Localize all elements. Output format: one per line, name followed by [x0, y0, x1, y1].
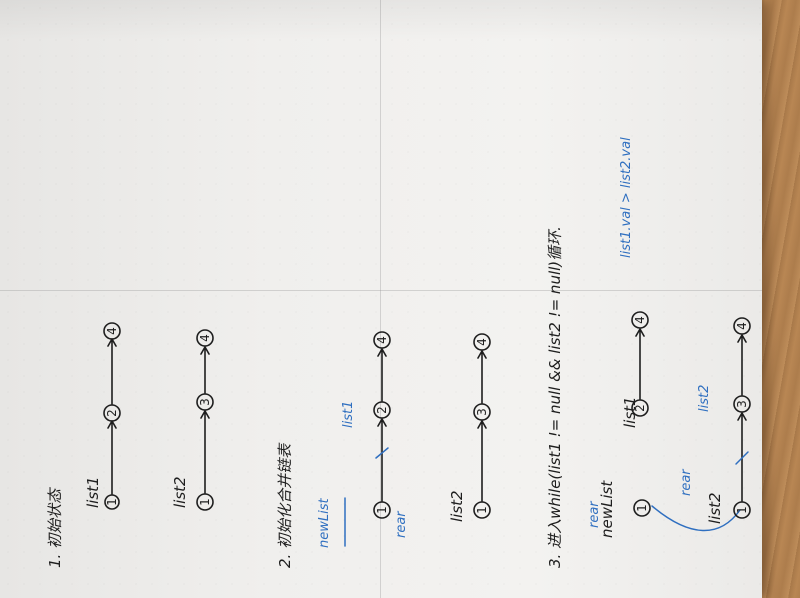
step3-list2-node-4-label: 4 — [735, 322, 749, 330]
step2-cut-mark — [375, 447, 389, 459]
step2-list2-node-3-label: 3 — [475, 408, 489, 416]
step2-list1-node-1-label: 1 — [375, 506, 389, 514]
step1-list2-arrow-1 — [200, 410, 210, 494]
paper-sheet — [0, 0, 762, 598]
step3-list1-arrow — [635, 328, 645, 400]
step3-rear-pointer-curve — [651, 505, 741, 532]
paper-fold-vertical — [380, 0, 381, 598]
handwriting-layer: 1. 初始状态 list1 1 2 4 list2 1 3 4 2. 初始化合并… — [46, 137, 751, 568]
step1-list1-arrow-1 — [107, 420, 117, 495]
step3-list2-arrow-2 — [737, 334, 747, 396]
step1-list2-node-3-label: 3 — [198, 398, 212, 406]
step1-list1-node-2-label: 2 — [105, 409, 119, 417]
step2-list2-arrow-1 — [477, 420, 487, 502]
step2-list1-node-4 — [373, 331, 391, 349]
step2-list1-label: list1 — [341, 401, 356, 428]
step2-list1-node-2 — [373, 401, 391, 419]
step1-list2-node-3 — [196, 393, 214, 411]
step1-heading: 1. 初始状态 — [46, 487, 64, 568]
step3-list2-label-blue: list2 — [697, 385, 712, 412]
step3-rear-label: rear — [679, 468, 694, 496]
step2-list2-label: list2 — [448, 490, 466, 522]
step1-list2-label: list2 — [171, 476, 189, 508]
step3-list1-node-4-label: 4 — [633, 316, 647, 324]
paper-texture — [0, 0, 762, 598]
step3-cut-mark — [735, 451, 749, 465]
step3-list2-node-4 — [733, 317, 751, 335]
step2-list2-node-4-label: 4 — [475, 338, 489, 346]
step2-list1-node-1 — [373, 501, 391, 519]
step2-list2-node-3 — [473, 403, 491, 421]
step3-list2-node-1 — [733, 501, 751, 519]
step1-list1-node-1-label: 1 — [105, 498, 119, 506]
step3-list2-label: list2 — [706, 492, 724, 524]
step2-list2-arrow-2 — [477, 350, 487, 404]
step3-list2-node-3-label: 3 — [735, 400, 749, 408]
step1-list2-arrow-2 — [200, 346, 210, 394]
step3-list2-node-3 — [733, 395, 751, 413]
step1-list1-node-4-label: 4 — [105, 327, 119, 335]
step1-list2-node-4 — [196, 329, 214, 347]
step2-list1-node-2-label: 2 — [375, 406, 389, 414]
paper-fold-horizontal — [0, 290, 762, 291]
step3-rear-label-top: rear — [587, 500, 602, 528]
step3-newlist-label: newList — [598, 480, 616, 538]
step3-merged-node-1 — [633, 499, 651, 517]
step1-list2-node-1 — [196, 493, 214, 511]
step1-list2-node-1-label: 1 — [198, 498, 212, 506]
step2-heading: 2. 初始化合并链表 — [276, 442, 294, 568]
step2-list2-node-1-label: 1 — [475, 506, 489, 514]
step2-list2-node-1 — [473, 501, 491, 519]
step3-list1-node-4 — [631, 311, 649, 329]
step2-list2-node-4 — [473, 333, 491, 351]
step1-list1-label: list1 — [84, 476, 102, 508]
step3-list1-node-2 — [631, 399, 649, 417]
step1-list1-node-2 — [103, 404, 121, 422]
step2-rear-label: rear — [394, 510, 409, 538]
step3-merged-node-1-label: 1 — [635, 504, 649, 512]
step2-list1-arrow-1 — [377, 418, 387, 502]
step2-list1-node-4-label: 4 — [375, 336, 389, 344]
step1-list1-arrow-2 — [107, 338, 117, 405]
step1-list2-node-4-label: 4 — [198, 334, 212, 342]
paper-shadow — [0, 0, 762, 40]
step2-list1-arrow-2 — [377, 348, 387, 402]
step3-list2-node-1-label: 1 — [735, 506, 749, 514]
step3-condition: list1.val > list2.val — [619, 137, 634, 258]
step3-list1-label: list1 — [621, 396, 639, 428]
step1-list1-node-1 — [104, 494, 120, 510]
step2-newlist-label: newList — [317, 498, 332, 548]
step3-list1-node-2-label: 2 — [633, 404, 647, 412]
step3-heading: 3. 进入while(list1 != null && list2 != nul… — [546, 226, 564, 568]
step1-list1-node-4 — [103, 322, 121, 340]
